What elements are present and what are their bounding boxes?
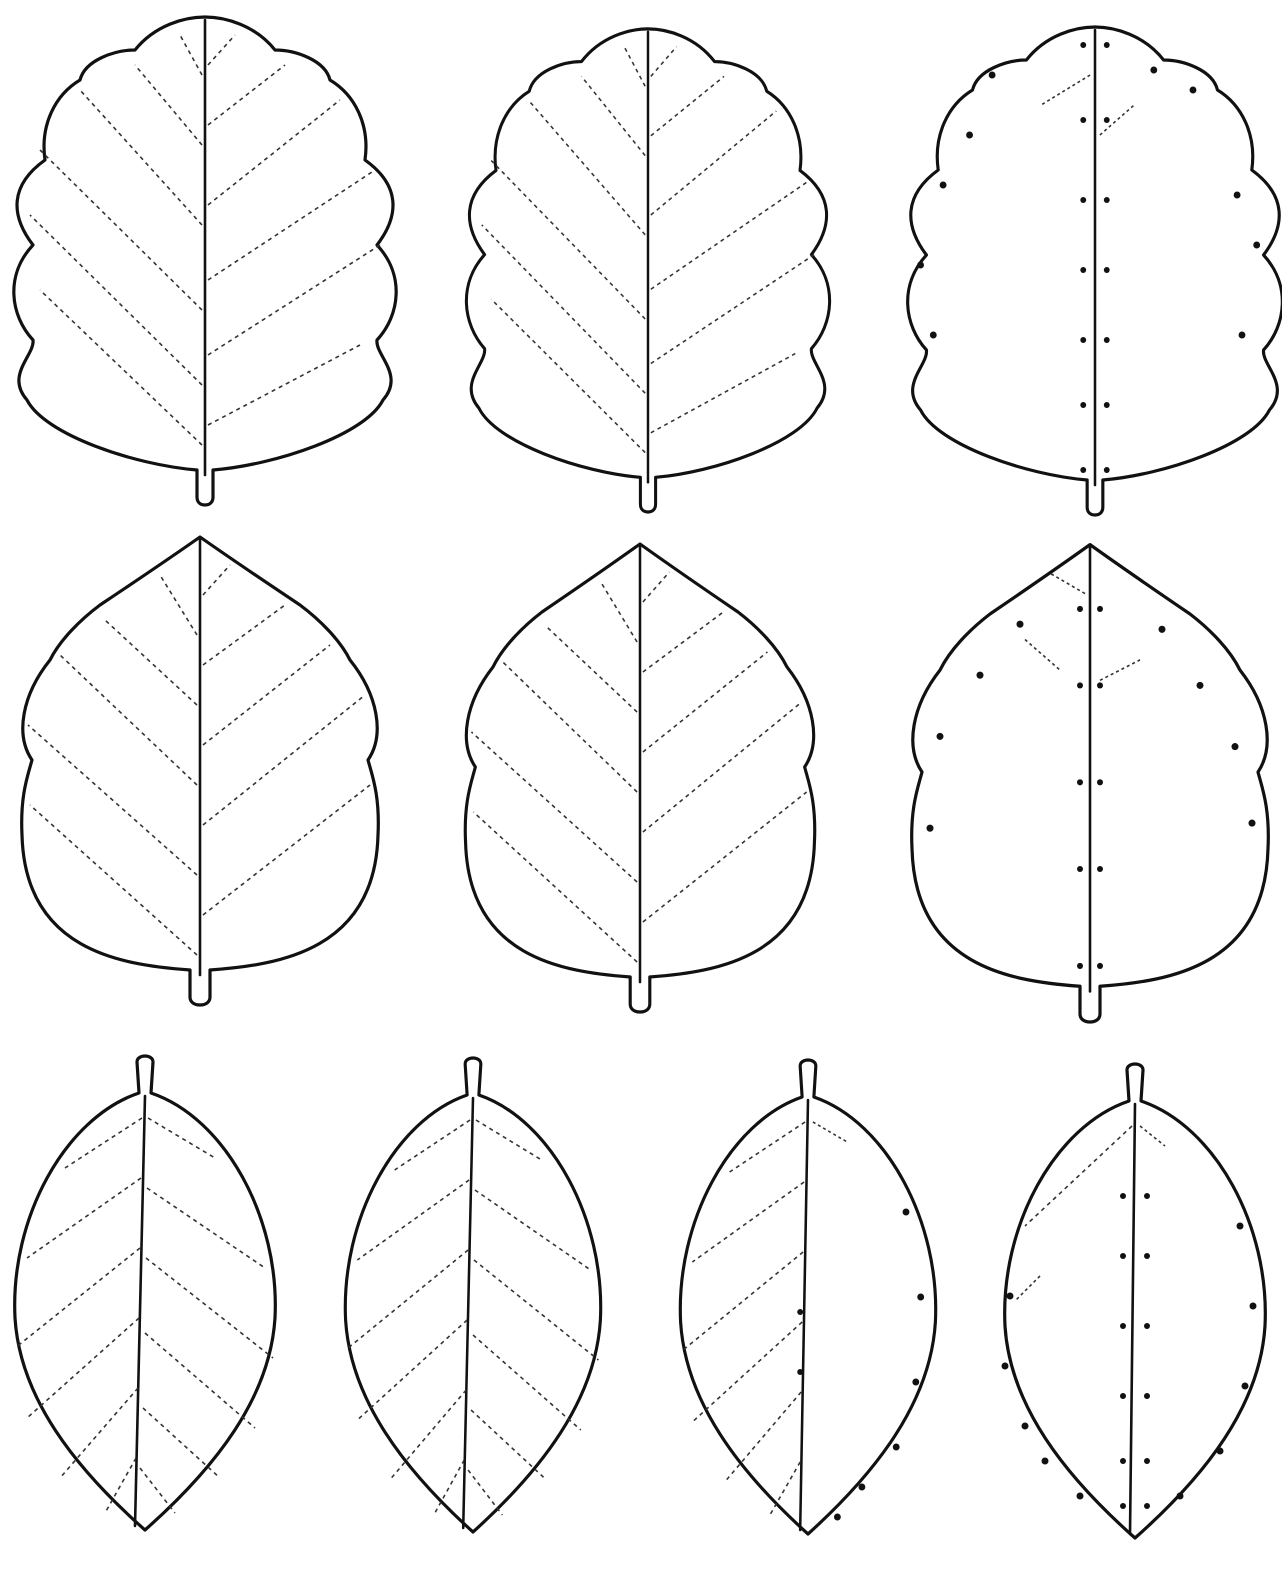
leaf-2-2 xyxy=(465,544,814,1012)
leaf-row-3 xyxy=(15,1056,1266,1538)
leaf-3-2 xyxy=(345,1058,600,1532)
leaf-1-3 xyxy=(908,27,1282,515)
leaf-row-1 xyxy=(14,17,1282,515)
leaf-2-1 xyxy=(22,537,379,1005)
leaf-1-2 xyxy=(466,29,829,512)
leaf-row-2 xyxy=(22,537,1269,1022)
leaf-3-3 xyxy=(680,1060,935,1534)
leaf-3-4 xyxy=(1002,1064,1266,1538)
leaf-3-1 xyxy=(15,1056,276,1530)
leaf-2-3 xyxy=(912,545,1269,1022)
leaf-1-1 xyxy=(14,17,396,505)
